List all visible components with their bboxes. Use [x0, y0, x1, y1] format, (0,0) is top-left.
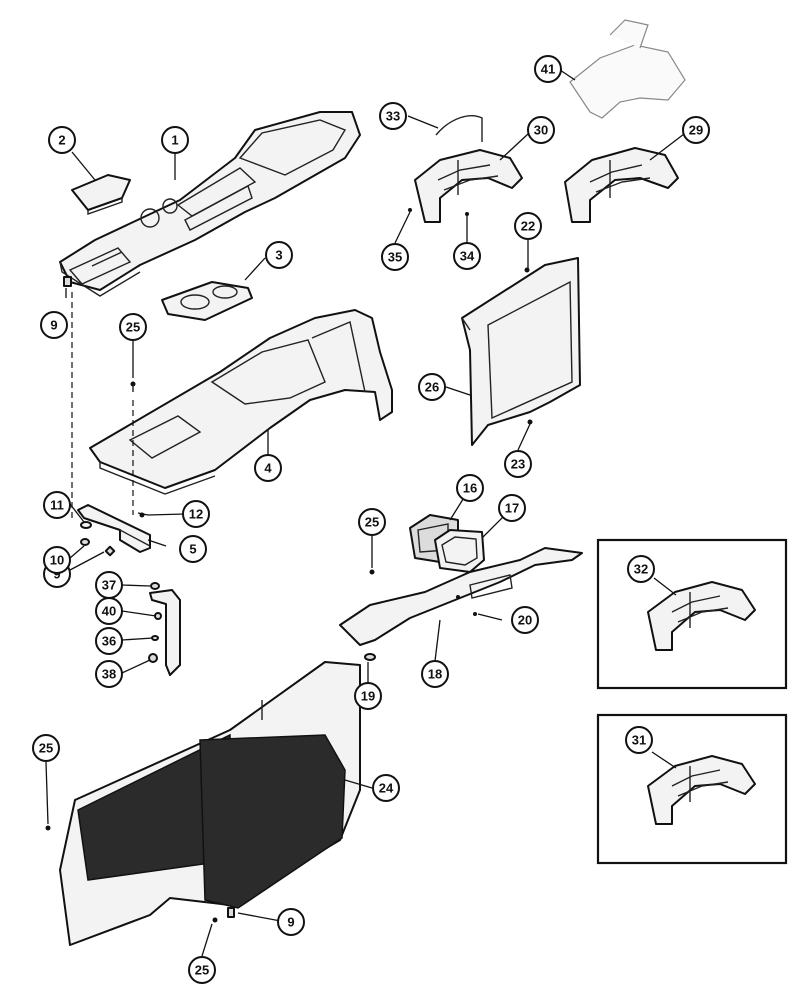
- callout-text: 23: [511, 457, 525, 472]
- callout-24: 24: [372, 774, 400, 802]
- callout-text: 22: [521, 219, 535, 234]
- part-shift-plate-30: [414, 115, 523, 223]
- callout-17: 17: [498, 494, 526, 522]
- callout-35: 35: [381, 243, 409, 271]
- part-side-panel: [461, 257, 581, 446]
- callout-text: 31: [632, 733, 646, 748]
- part-shift-plate-29: [564, 147, 679, 223]
- callout-41: 41: [534, 55, 562, 83]
- callout-30: 30: [527, 116, 555, 144]
- part-shift-plate-31: [647, 755, 756, 825]
- part-hardware-left: [63, 276, 181, 676]
- part-floor-trim: [339, 547, 583, 646]
- part-bracket: [77, 504, 151, 553]
- callout-4: 4: [254, 454, 282, 482]
- callout-38: 38: [95, 660, 123, 688]
- callout-18: 18: [421, 660, 449, 688]
- callout-11: 11: [43, 491, 71, 519]
- callout-text: 18: [428, 667, 442, 682]
- callout-text: 12: [189, 507, 203, 522]
- callout-text: 5: [189, 542, 196, 557]
- callout-34: 34: [453, 242, 481, 270]
- part-hardware-center: [364, 208, 477, 661]
- callout-text: 37: [102, 578, 116, 593]
- part-console-top: [59, 111, 361, 297]
- callout-text: 25: [126, 320, 140, 335]
- callout-33: 33: [379, 102, 407, 130]
- callout-26: 26: [418, 373, 446, 401]
- callout-text: 3: [275, 248, 282, 263]
- callout-25: 25: [32, 734, 60, 762]
- callout-text: 36: [102, 634, 116, 649]
- callout-text: 25: [365, 515, 379, 530]
- callout-text: 33: [386, 109, 400, 124]
- callout-text: 4: [264, 461, 272, 476]
- callout-9: 9: [277, 908, 305, 936]
- callout-25: 25: [358, 508, 386, 536]
- part-plug-gasket: [409, 514, 485, 573]
- callout-text: 9: [287, 915, 294, 930]
- callout-22: 22: [514, 212, 542, 240]
- callout-2: 2: [48, 126, 76, 154]
- callout-text: 35: [388, 250, 402, 265]
- callout-text: 20: [518, 613, 532, 628]
- callout-text: 9: [50, 318, 57, 333]
- callout-19: 19: [354, 682, 382, 710]
- callout-10: 10: [43, 546, 71, 574]
- callout-text: 29: [689, 123, 703, 138]
- callout-text: 25: [39, 741, 53, 756]
- callout-text: 26: [425, 380, 439, 395]
- part-shifter-housing: [569, 19, 686, 119]
- callout-16: 16: [456, 474, 484, 502]
- part-console-lower: [89, 309, 393, 495]
- callout-text: 19: [361, 689, 375, 704]
- part-insulation-panel: [45, 661, 361, 946]
- callout-25: 25: [188, 956, 216, 984]
- callout-3: 3: [265, 241, 293, 269]
- part-cover-plate: [71, 174, 131, 215]
- callout-9: 9: [40, 311, 68, 339]
- callout-labels: 1 2 3 4 5 9 9 9 10 11 12 16 17 18 19 20 …: [32, 55, 710, 984]
- callout-text: 11: [50, 498, 64, 513]
- callout-31: 31: [625, 726, 653, 754]
- callout-text: 40: [102, 604, 116, 619]
- callout-text: 41: [541, 62, 555, 77]
- callout-text: 32: [634, 562, 648, 577]
- callout-29: 29: [682, 116, 710, 144]
- callout-text: 16: [463, 481, 477, 496]
- callout-20: 20: [511, 606, 539, 634]
- callout-1: 1: [161, 126, 189, 154]
- callout-text: 30: [534, 123, 548, 138]
- callout-40: 40: [95, 597, 123, 625]
- inset-box-31: [596, 713, 788, 865]
- callout-text: 17: [505, 501, 519, 516]
- callout-23: 23: [504, 450, 532, 478]
- part-shift-plate-32: [647, 581, 756, 651]
- callout-text: 38: [102, 667, 116, 682]
- callout-text: 2: [58, 133, 65, 148]
- callout-25: 25: [119, 313, 147, 341]
- callout-text: 34: [460, 249, 475, 264]
- callout-12: 12: [182, 500, 210, 528]
- inset-box-32: [596, 538, 788, 690]
- callout-5: 5: [179, 535, 207, 563]
- callout-32: 32: [627, 555, 655, 583]
- callout-37: 37: [95, 571, 123, 599]
- callout-text: 10: [50, 553, 64, 568]
- callout-text: 24: [379, 781, 394, 796]
- part-cup-holder: [161, 281, 253, 321]
- callout-text: 25: [195, 963, 209, 978]
- callout-text: 1: [171, 133, 178, 148]
- callout-36: 36: [95, 627, 123, 655]
